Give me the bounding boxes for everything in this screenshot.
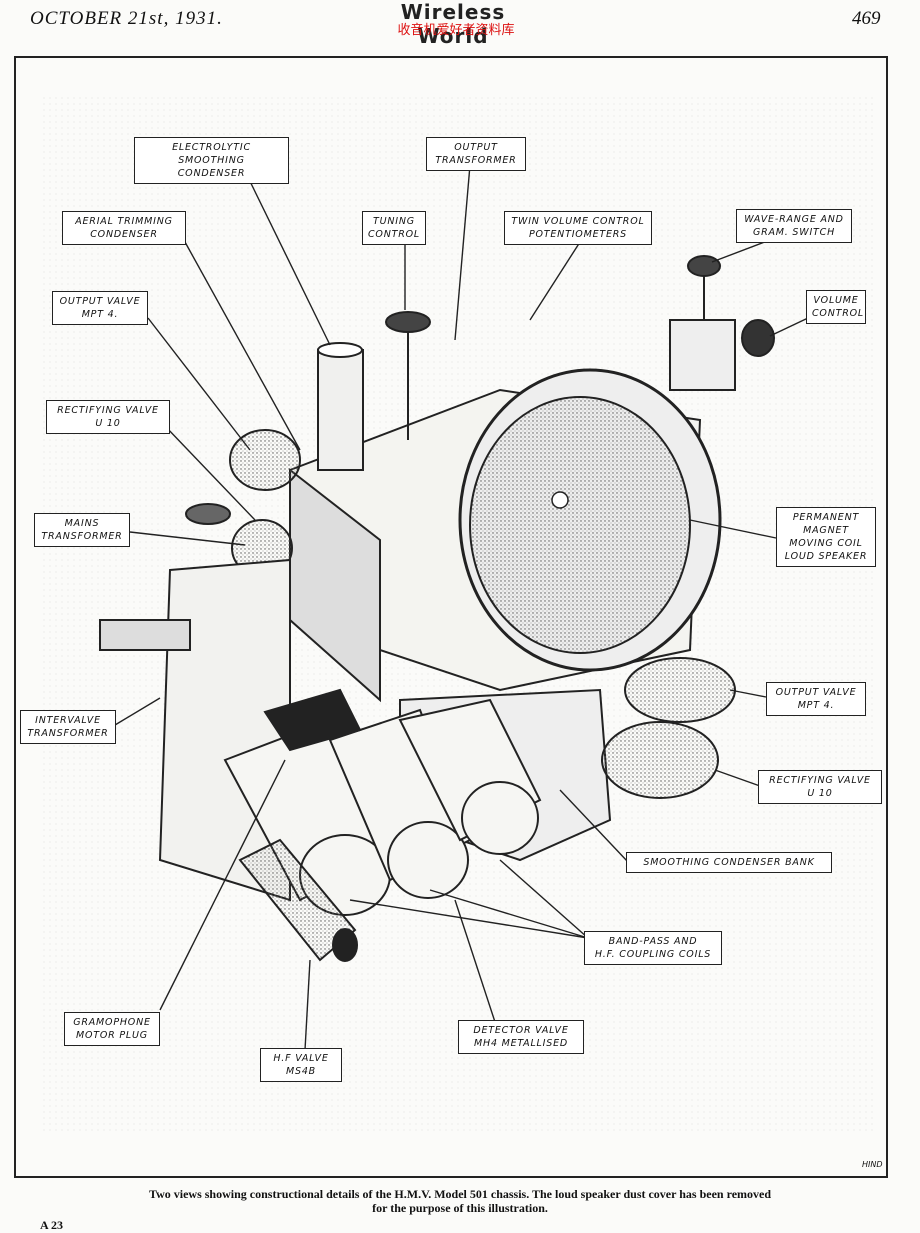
issue-date: OCTOBER 21st, 1931. [30,8,223,29]
electrolytic-condenser-drawing [317,342,364,471]
loud-speaker-drawing [458,368,722,672]
artist-signature: HIND [862,1160,883,1169]
volume-knob-drawing [741,319,775,357]
figure-caption: Two views showing constructional details… [148,1187,772,1215]
gramophone-plug-drawing [263,688,362,752]
hf-valve-drawing [238,838,358,962]
page-number: 469 [852,8,881,29]
label-smoothing-condenser-bank: SMOOTHING CONDENSER BANK [626,852,832,873]
masthead-watermark: 收音机爱好者资料库 [397,23,515,38]
wave-range-knob-drawing [669,255,736,391]
folio: A 23 [40,1218,64,1232]
illustration-frame [14,56,888,1178]
masthead-title: Wireless World [400,0,506,48]
tuning-knob-drawing [385,311,431,440]
masthead-logo: Wireless World 收音机爱好者资料库 [378,0,528,48]
right-valves-drawing [601,657,736,799]
leader-lines [114,164,809,1051]
